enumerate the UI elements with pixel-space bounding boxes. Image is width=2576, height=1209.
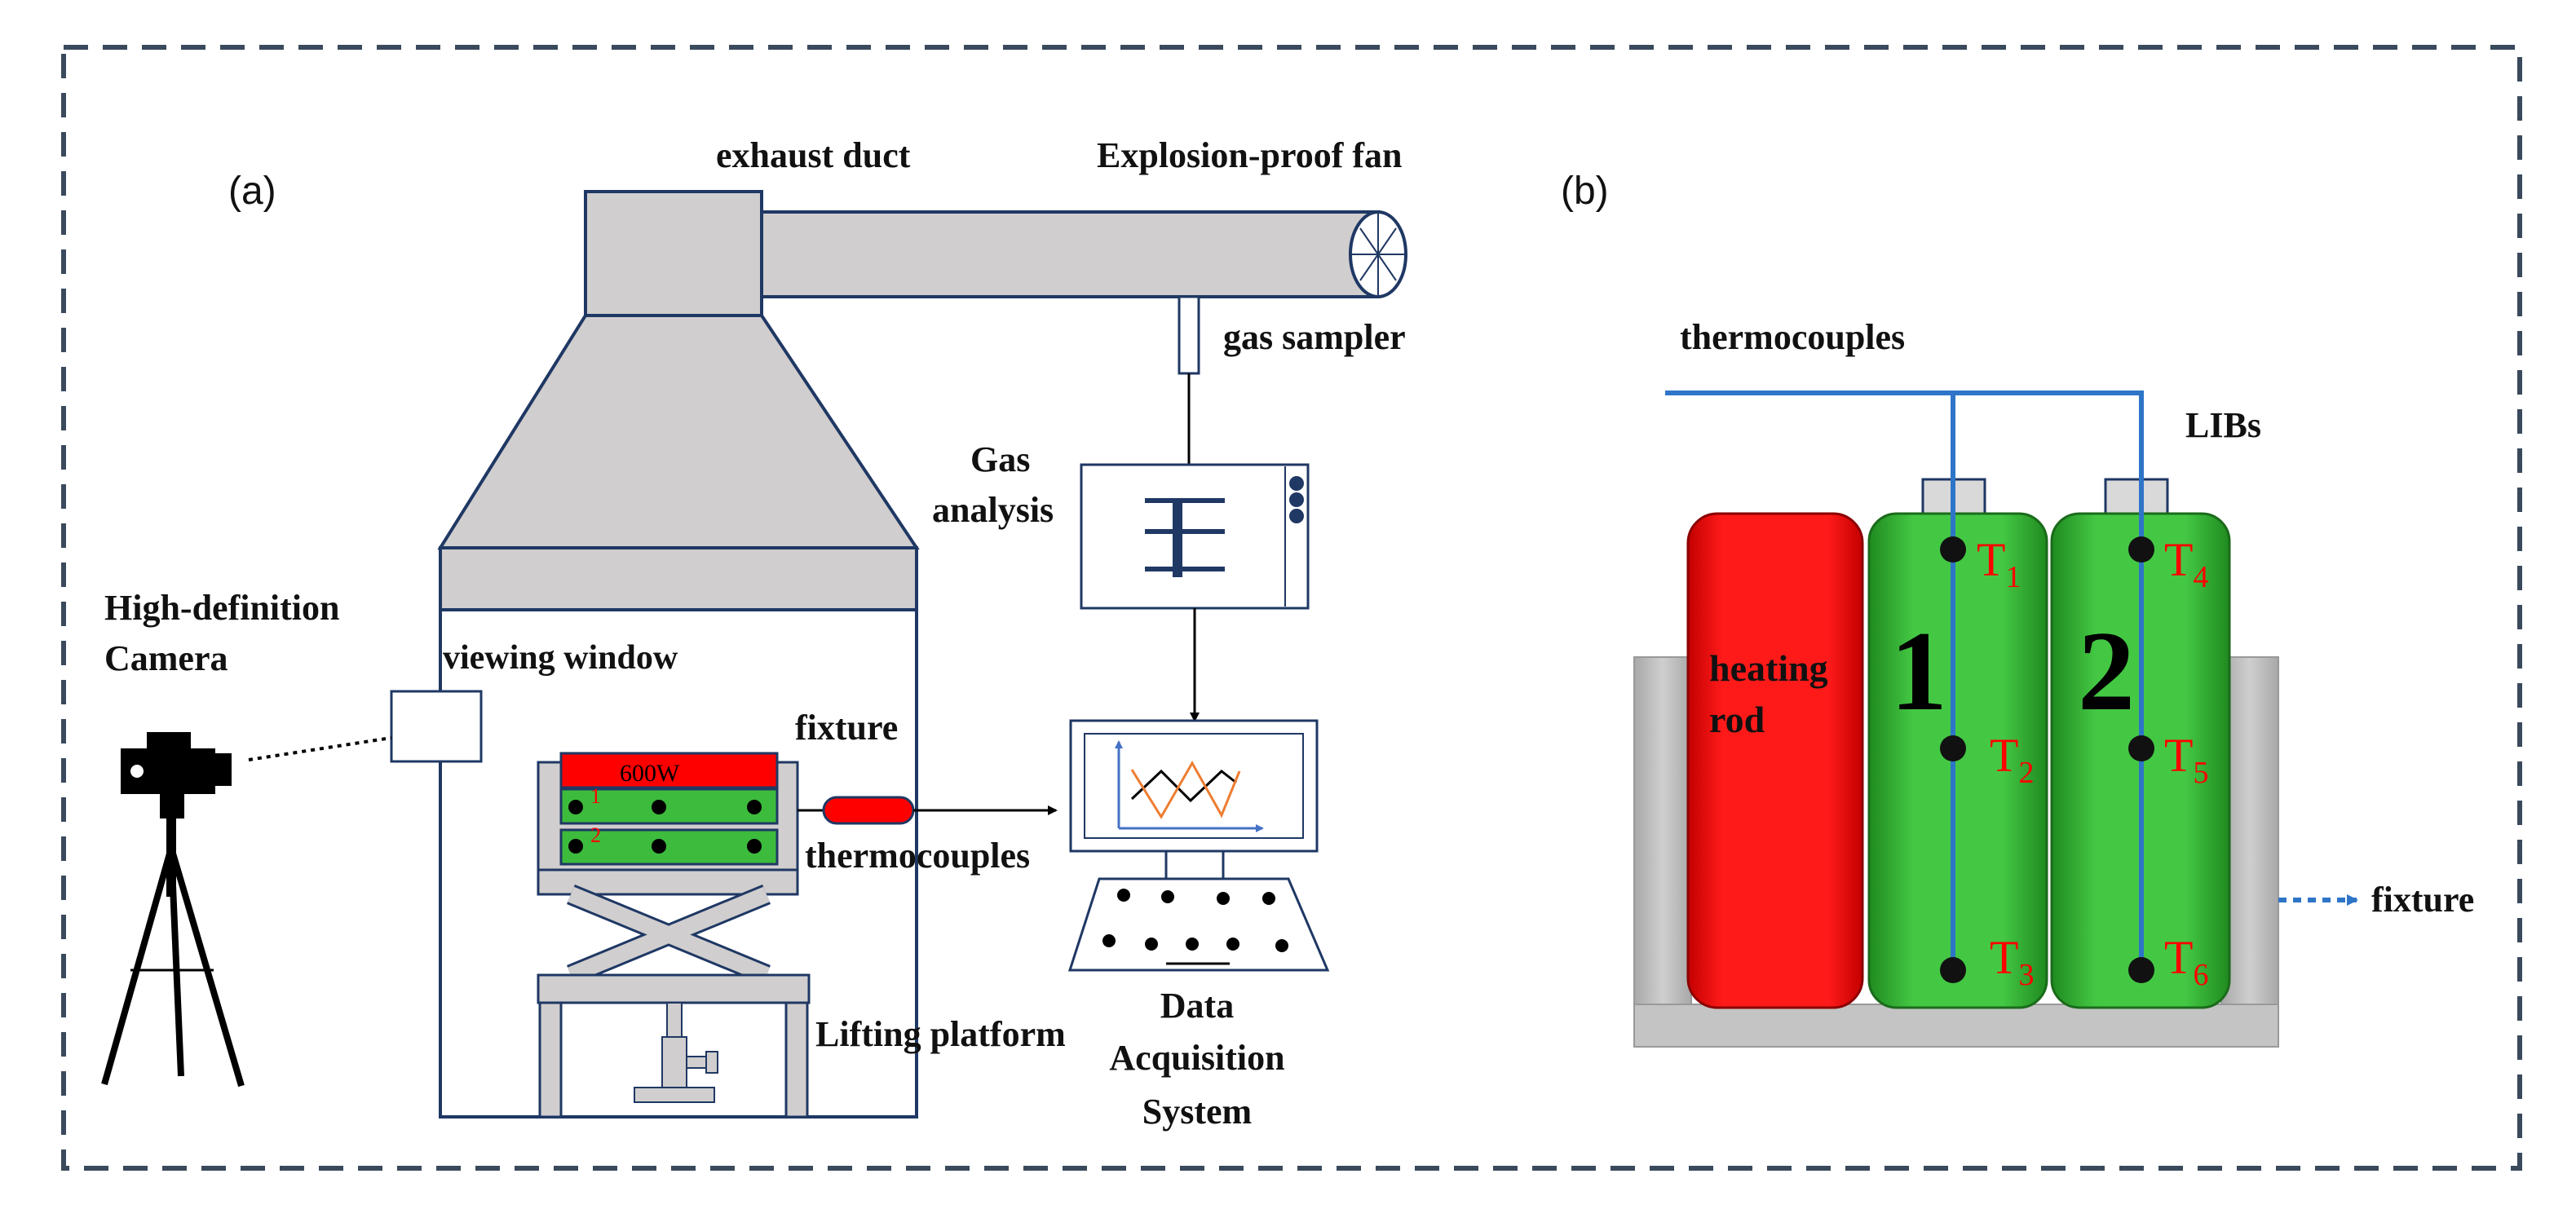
platform-base bbox=[537, 973, 811, 1004]
analyzer-knob bbox=[1289, 492, 1304, 507]
viewing-window-label: viewing window bbox=[443, 639, 678, 677]
platform-leg bbox=[538, 1001, 563, 1119]
measurement-point-t1 bbox=[1940, 536, 1966, 563]
scissor-lift bbox=[567, 884, 771, 986]
measurement-point-t6 bbox=[2128, 957, 2154, 983]
exhaust-hood bbox=[437, 314, 920, 549]
daq-label-1: Data bbox=[1160, 986, 1234, 1026]
exhaust-duct-box bbox=[584, 190, 763, 317]
exhaust-duct-label: exhaust duct bbox=[716, 135, 911, 175]
camera-sightline bbox=[248, 736, 392, 761]
libs-label: LIBs bbox=[2185, 405, 2261, 445]
fixture-label-b: fixture bbox=[2371, 880, 2474, 920]
t5-label: T5 bbox=[2164, 729, 2208, 790]
platform-leg bbox=[784, 1001, 809, 1119]
cell-1-number: 1 bbox=[1890, 608, 1947, 735]
fixture-left-wall bbox=[1633, 656, 1692, 1046]
camera-label-2: Camera bbox=[104, 638, 228, 678]
explosion-proof-fan-label: Explosion-proof fan bbox=[1097, 135, 1403, 175]
lifting-platform-label: Lifting platform bbox=[815, 1014, 1066, 1054]
measurement-point-t4 bbox=[2128, 536, 2154, 563]
t2-label: T2 bbox=[1990, 729, 2034, 790]
thermocouple-point bbox=[568, 839, 583, 854]
daq-trace-black bbox=[1130, 769, 1237, 803]
cell-2 bbox=[559, 828, 779, 866]
jack-icon bbox=[634, 1002, 718, 1103]
thermocouple-connector bbox=[822, 796, 915, 825]
cell-1 bbox=[559, 788, 779, 825]
t1-label: T1 bbox=[1977, 533, 2021, 594]
thermocouple-point bbox=[747, 800, 762, 814]
analyzer-gauge-icon bbox=[1145, 498, 1225, 577]
panel-b-tag: (b) bbox=[1561, 170, 1609, 213]
cell-2-marker: 2 bbox=[590, 823, 601, 847]
thermocouples-label-b: thermocouples bbox=[1680, 317, 1905, 357]
panel-a-tag: (a) bbox=[228, 170, 276, 213]
exhaust-pipe bbox=[760, 210, 1380, 298]
heater-plate bbox=[559, 752, 779, 789]
thermocouple-point bbox=[652, 839, 666, 854]
gas-sampler-tube bbox=[1178, 295, 1200, 375]
gas-analyzer bbox=[1080, 463, 1310, 610]
daq-keyboard bbox=[1067, 877, 1330, 972]
thermocouples-label-a: thermocouples bbox=[805, 836, 1030, 876]
heater-power-label: 600W bbox=[620, 760, 680, 787]
fixture-bottom bbox=[1633, 1004, 2279, 1048]
viewing-window bbox=[390, 690, 483, 763]
panel-b: (b) heating rod 1 2 thermocouples LIBs T… bbox=[1561, 170, 2474, 1048]
measurement-point-t5 bbox=[2128, 735, 2154, 761]
gas-sampler-label: gas sampler bbox=[1223, 317, 1406, 357]
analyzer-knob bbox=[1289, 509, 1304, 523]
fan-icon bbox=[1349, 210, 1407, 298]
measurement-point-t2 bbox=[1940, 735, 1966, 761]
camera-icon bbox=[121, 732, 232, 819]
thermocouple-wire bbox=[1665, 390, 2144, 970]
thermocouple-point bbox=[652, 800, 666, 814]
outer-dashed-frame bbox=[61, 45, 2522, 1171]
daq-computer bbox=[1067, 719, 1330, 972]
hood-band bbox=[439, 546, 918, 611]
daq-label-3: System bbox=[1142, 1092, 1252, 1132]
daq-trace-orange bbox=[1130, 760, 1241, 819]
gas-analysis-label-1: Gas bbox=[970, 439, 1030, 479]
heating-rod-label-2: rod bbox=[1709, 699, 1765, 740]
cell-2-number: 2 bbox=[2078, 608, 2135, 735]
thermocouple-point bbox=[568, 800, 583, 814]
t3-label: T3 bbox=[1990, 931, 2034, 992]
analyzer-knob bbox=[1289, 476, 1304, 491]
heating-rod bbox=[1686, 512, 1864, 1009]
battery-cell-1 bbox=[1867, 512, 2048, 1009]
t4-label: T4 bbox=[2164, 533, 2208, 594]
fixture-label: fixture bbox=[795, 708, 898, 748]
measurement-point-t3 bbox=[1940, 957, 1966, 983]
terminal-cell-2 bbox=[2104, 478, 2169, 515]
panel-a: (a) exhaust duct Explosion-proof fan gas… bbox=[101, 135, 1407, 1132]
thermocouple-point bbox=[747, 839, 762, 854]
camera-label-1: High-definition bbox=[104, 588, 340, 628]
fixture-right-wall bbox=[2220, 656, 2279, 1046]
tripod-icon bbox=[101, 819, 245, 1088]
gas-analysis-label-2: analysis bbox=[932, 490, 1054, 530]
t6-label: T6 bbox=[2164, 931, 2208, 992]
daq-label-2: Acquisition bbox=[1109, 1038, 1284, 1078]
heating-rod-label-1: heating bbox=[1709, 647, 1828, 689]
cell-1-marker: 1 bbox=[590, 784, 601, 808]
